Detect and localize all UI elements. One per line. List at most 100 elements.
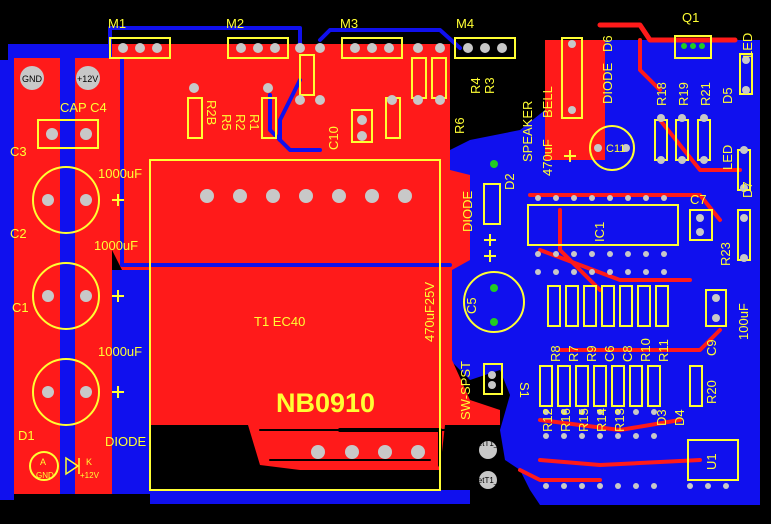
pad xyxy=(651,433,657,439)
label-r15: R15 xyxy=(576,408,591,432)
label-s1: S1 xyxy=(517,382,532,398)
pad xyxy=(398,189,412,203)
c9-outline xyxy=(705,289,727,327)
pad xyxy=(463,43,473,53)
via xyxy=(690,43,696,49)
label-r23: R23 xyxy=(718,242,733,266)
pad xyxy=(700,114,708,122)
trace xyxy=(538,458,702,467)
pad xyxy=(270,43,280,53)
pad xyxy=(651,483,657,489)
pad xyxy=(543,433,549,439)
pad xyxy=(384,43,394,53)
ic1-pads xyxy=(535,195,729,489)
r20-outline xyxy=(689,365,703,407)
pad xyxy=(615,409,621,415)
u1-outline xyxy=(687,439,739,481)
pad xyxy=(597,483,603,489)
d1-symbol xyxy=(65,456,80,476)
pad xyxy=(365,189,379,203)
label-r4: R4 xyxy=(468,77,483,94)
pad xyxy=(332,189,346,203)
pad xyxy=(633,483,639,489)
label-bell: BELL xyxy=(540,86,555,118)
trace xyxy=(278,78,302,142)
pad xyxy=(643,195,649,201)
pad xyxy=(200,189,214,203)
d1-outline xyxy=(29,451,59,481)
pad xyxy=(678,114,686,122)
pad xyxy=(263,83,273,93)
r8-outline xyxy=(547,285,561,327)
pad xyxy=(42,194,54,206)
pad xyxy=(152,43,162,53)
pad xyxy=(651,409,657,415)
c2-outline xyxy=(32,166,100,234)
c7-outline xyxy=(689,209,713,241)
label-d7: D7 xyxy=(740,181,755,198)
pad xyxy=(742,86,750,94)
pad xyxy=(571,195,577,201)
pad xyxy=(553,251,559,257)
pad xyxy=(643,251,649,257)
pad xyxy=(118,43,128,53)
label-c9: C9 xyxy=(704,339,719,356)
pad xyxy=(643,269,649,275)
via xyxy=(490,160,498,168)
via xyxy=(490,284,498,292)
pad xyxy=(740,146,748,154)
label-r20: R20 xyxy=(704,380,719,404)
label-d1: D1 xyxy=(18,428,35,443)
label-1000uf-2: 1000uF xyxy=(94,238,138,253)
pad xyxy=(742,56,750,64)
top-copper-pour-right xyxy=(545,40,605,160)
pad xyxy=(633,409,639,415)
pad xyxy=(413,95,423,105)
c10-outline xyxy=(351,109,373,143)
pad xyxy=(80,290,92,302)
label-r13: R13 xyxy=(612,408,627,432)
c5-outline xyxy=(463,271,525,333)
pad xyxy=(561,409,567,415)
d2-outline xyxy=(483,183,501,225)
r14-outline xyxy=(593,365,607,407)
label-1000uf-1: 1000uF xyxy=(98,166,142,181)
label-u1: U1 xyxy=(704,453,719,470)
pad xyxy=(553,195,559,201)
label-gnd: GND xyxy=(22,74,43,84)
pad xyxy=(480,43,490,53)
top-copper-pour-main xyxy=(112,44,500,470)
m1-outline xyxy=(109,37,171,59)
pad xyxy=(42,386,54,398)
vias xyxy=(490,43,705,326)
label-c8: C8 xyxy=(620,345,635,362)
silkscreen-labels: M1 M2 M3 M4 Q1 GND +12V CAP C4 C3 C2 C1 … xyxy=(10,10,755,485)
label-diode-d2: DIODE xyxy=(460,191,475,233)
d4-outline xyxy=(647,365,661,407)
bottom-copper-bottom xyxy=(150,490,470,504)
pad xyxy=(535,195,541,201)
led-q1-outline xyxy=(674,35,712,59)
label-m1: M1 xyxy=(108,16,126,31)
trace xyxy=(658,118,742,172)
pad xyxy=(579,409,585,415)
pad xyxy=(657,156,665,164)
pad xyxy=(488,381,496,389)
label-net2: NetT1_ xyxy=(472,476,499,485)
pad xyxy=(543,483,549,489)
pad xyxy=(535,269,541,275)
label-c5: C5 xyxy=(464,297,479,314)
pad xyxy=(295,95,305,105)
label-r7: R7 xyxy=(566,345,581,362)
r15-outline xyxy=(575,365,589,407)
label-led-mid: LED xyxy=(720,145,735,170)
pad xyxy=(20,66,44,90)
pad xyxy=(740,184,748,192)
pad xyxy=(295,43,305,53)
pad xyxy=(488,371,496,379)
label-diode-d6: DIODE xyxy=(600,63,615,105)
label-c10: C10 xyxy=(326,126,341,150)
pad xyxy=(553,269,559,275)
c6-outline xyxy=(601,285,615,327)
pad xyxy=(571,251,577,257)
